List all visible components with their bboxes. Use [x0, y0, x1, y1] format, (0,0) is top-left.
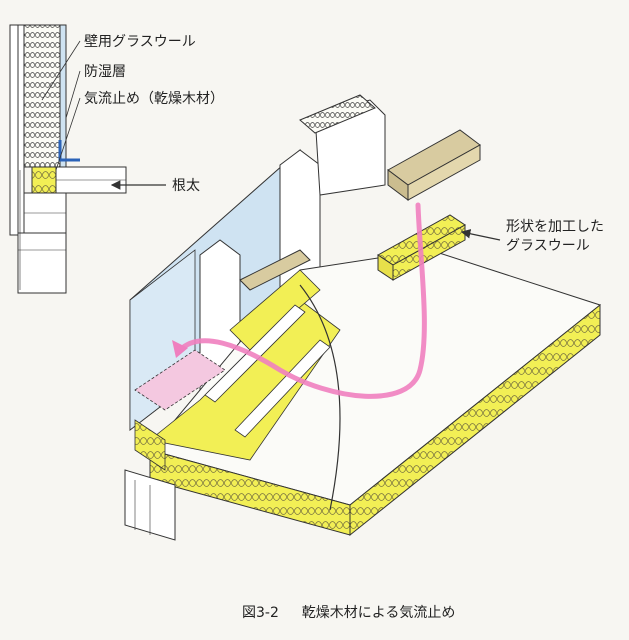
- label-joist: 根太: [172, 178, 200, 194]
- airstop-wood-block: [239, 249, 311, 291]
- figure-number: 図3-2: [242, 605, 279, 621]
- airflow-arrowhead: [172, 340, 188, 358]
- label-air-stop: 気流止め（乾燥木材）: [84, 91, 224, 107]
- vapor-barrier-line: [58, 140, 80, 162]
- floor-edge-side: [349, 303, 601, 537]
- figure-caption: 図3-2 乾燥木材による気流止め: [242, 602, 455, 622]
- isometric-view: [124, 94, 602, 541]
- airstop-wood-section: [31, 166, 57, 194]
- label-vapor-barrier: 防湿層: [84, 64, 126, 80]
- label-wall-glasswool: 壁用グラスウール: [84, 34, 196, 50]
- airflow-arrow: [177, 202, 427, 399]
- section-detail: [9, 24, 166, 294]
- top-plate-insulation: [299, 94, 376, 134]
- label-shaped-glasswool-line2: グラスウール: [506, 238, 590, 254]
- airstop-zone: [134, 349, 226, 411]
- wall-glasswool-section: [23, 24, 61, 168]
- label-shaped-glasswool-line1: 形状を加工した: [506, 219, 604, 235]
- figure-title: 乾燥木材による気流止め: [301, 605, 456, 621]
- label-shaped-glasswool: 形状を加工した グラスウール: [506, 218, 604, 256]
